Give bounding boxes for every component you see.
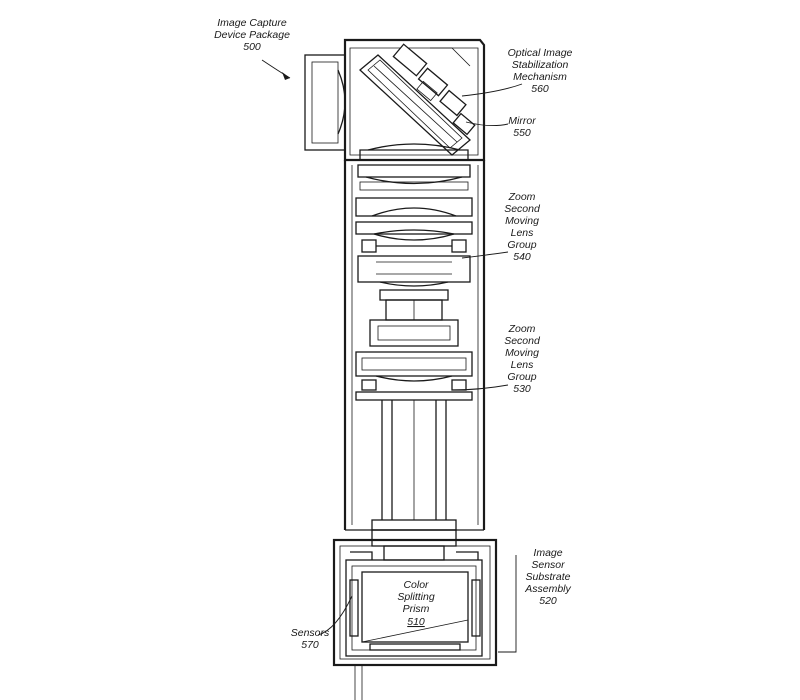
label-sensors: Sensors 570 bbox=[291, 627, 330, 651]
mirror bbox=[359, 54, 471, 156]
label-mirror-number: 550 bbox=[513, 127, 531, 139]
ois-mechanism bbox=[392, 43, 476, 136]
label-prism: Color Splitting Prism 510 bbox=[397, 579, 435, 628]
label-zoom-lower-line-2: Second bbox=[504, 335, 541, 347]
zoom-group-540 bbox=[355, 197, 473, 287]
label-sensor-assembly-line-1: Image bbox=[533, 547, 562, 559]
color-splitting-prism bbox=[361, 571, 469, 643]
label-prism-line-3: Prism bbox=[403, 603, 430, 615]
sensors bbox=[349, 579, 481, 651]
label-zoom-upper: Zoom Second Moving Lens Group 540 bbox=[504, 191, 541, 263]
label-sensors-number: 570 bbox=[301, 639, 319, 651]
label-sensor-assembly-line-4: Assembly bbox=[524, 583, 571, 595]
leader-lines bbox=[261, 59, 523, 653]
label-ois: Optical Image Stabilization Mechanism 56… bbox=[508, 47, 573, 95]
label-zoom-upper-line-1: Zoom bbox=[508, 191, 536, 203]
label-zoom-upper-line-3: Moving bbox=[505, 215, 539, 227]
label-package: Image Capture Device Package 500 bbox=[214, 17, 290, 53]
label-zoom-lower-line-3: Moving bbox=[505, 347, 539, 359]
label-zoom-lower-line-1: Zoom bbox=[508, 323, 536, 335]
periscope-head bbox=[304, 38, 486, 162]
label-zoom-upper-line-5: Group bbox=[507, 239, 536, 251]
label-mirror-line-1: Mirror bbox=[508, 115, 536, 127]
label-zoom-lower-line-4: Lens bbox=[511, 359, 535, 371]
label-prism-number: 510 bbox=[407, 616, 425, 628]
label-sensor-assembly: Image Sensor Substrate Assembly 520 bbox=[524, 547, 571, 607]
label-sensors-line-1: Sensors bbox=[291, 627, 330, 639]
label-sensor-assembly-number: 520 bbox=[539, 595, 557, 607]
label-ois-line-3: Mechanism bbox=[513, 71, 567, 83]
lens-barrel bbox=[343, 160, 486, 531]
label-prism-line-1: Color bbox=[403, 579, 429, 591]
label-sensor-assembly-line-3: Substrate bbox=[526, 571, 571, 583]
zoom-group-530 bbox=[355, 351, 473, 401]
label-zoom-upper-line-4: Lens bbox=[511, 227, 535, 239]
label-zoom-lower-number: 530 bbox=[513, 383, 531, 395]
label-zoom-lower-line-5: Group bbox=[507, 371, 536, 383]
label-package-line-1: Image Capture bbox=[217, 17, 287, 29]
label-prism-line-2: Splitting bbox=[397, 591, 435, 603]
label-ois-number: 560 bbox=[531, 83, 549, 95]
label-zoom-lower: Zoom Second Moving Lens Group 530 bbox=[504, 323, 541, 395]
sensor-substrate-assembly bbox=[332, 529, 498, 700]
label-mirror: Mirror 550 bbox=[508, 115, 536, 139]
label-ois-line-2: Stabilization bbox=[512, 59, 569, 71]
label-package-line-2: Device Package bbox=[214, 29, 290, 41]
label-package-number: 500 bbox=[243, 41, 261, 53]
label-ois-line-1: Optical Image bbox=[508, 47, 573, 59]
label-zoom-upper-number: 540 bbox=[513, 251, 531, 263]
label-sensor-assembly-line-2: Sensor bbox=[531, 559, 565, 571]
label-zoom-upper-line-2: Second bbox=[504, 203, 541, 215]
